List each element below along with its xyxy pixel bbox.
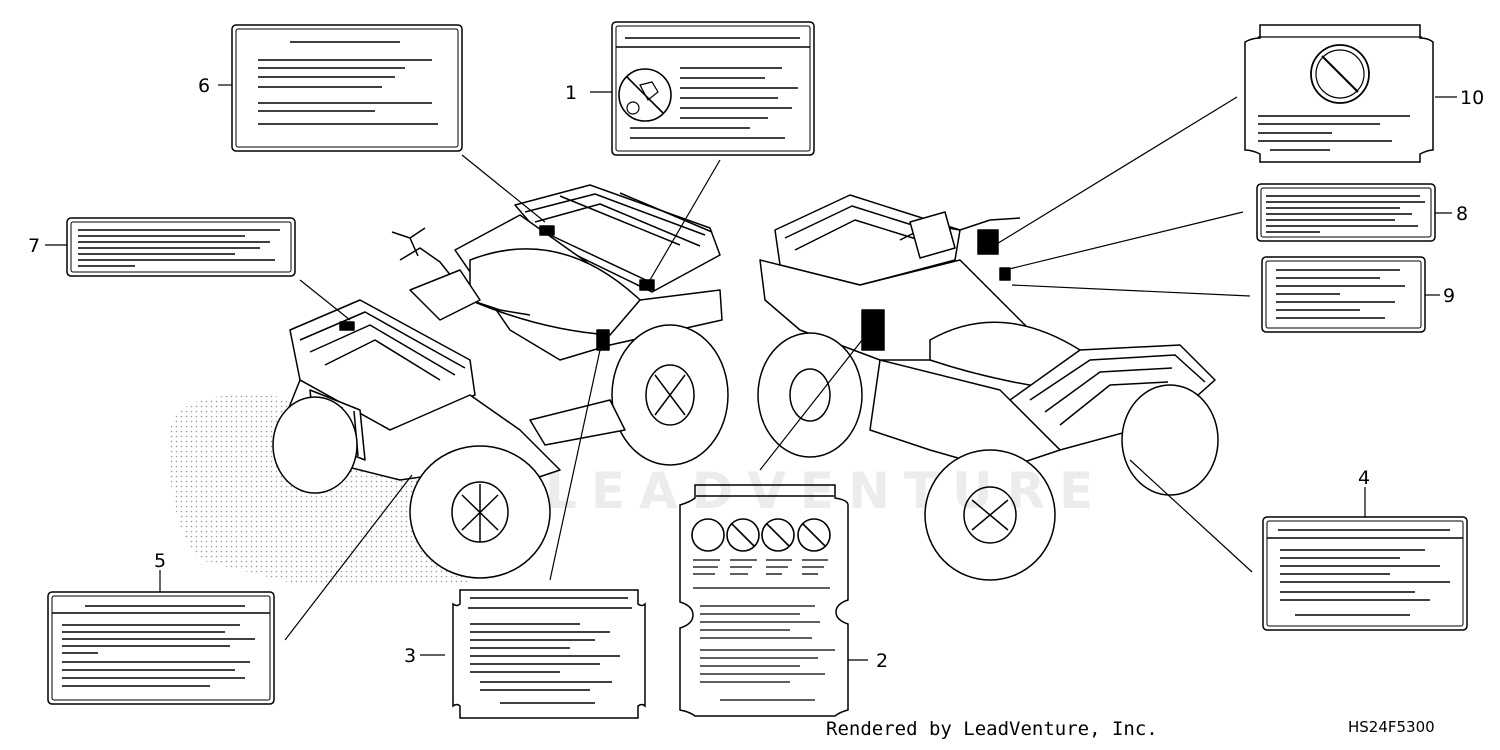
callout-9: 9 — [1443, 285, 1455, 307]
watermark: LEADVENTURE — [545, 462, 1108, 520]
callout-7: 7 — [28, 235, 40, 257]
render-credit: Rendered by LeadVenture, Inc. — [826, 718, 1158, 740]
label-5-icon — [47, 591, 275, 705]
label-1-icon — [611, 21, 815, 156]
callout-4: 4 — [1358, 467, 1370, 489]
callout-6: 6 — [198, 75, 210, 97]
callout-3: 3 — [404, 645, 416, 667]
leader-lines — [45, 84, 1457, 661]
label-9-icon — [1261, 256, 1426, 333]
label-10-icon — [1244, 24, 1434, 163]
atv-rear-view — [757, 194, 1219, 581]
label-6-icon — [231, 24, 463, 152]
callout-2: 2 — [876, 650, 888, 672]
label-3-icon — [452, 589, 646, 719]
callout-5: 5 — [154, 550, 166, 572]
atv-front-view — [272, 184, 729, 579]
label-7-icon — [66, 217, 296, 277]
label-2-icon — [679, 484, 849, 717]
callout-1: 1 — [565, 82, 577, 104]
callout-10: 10 — [1460, 87, 1484, 109]
label-4-icon — [1262, 516, 1468, 631]
label-8-icon — [1256, 183, 1436, 242]
callout-8: 8 — [1456, 203, 1468, 225]
drawing-code: HS24F5300 — [1348, 718, 1435, 736]
